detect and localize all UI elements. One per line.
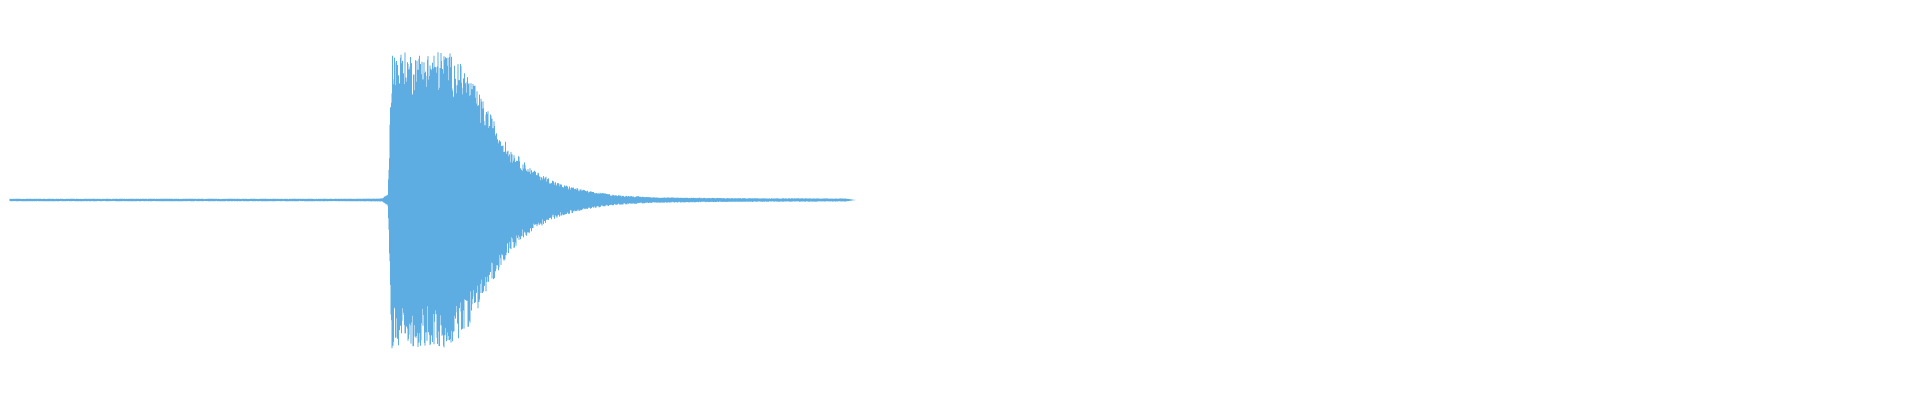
waveform-trace [9, 52, 856, 349]
waveform-samples [9, 52, 856, 349]
